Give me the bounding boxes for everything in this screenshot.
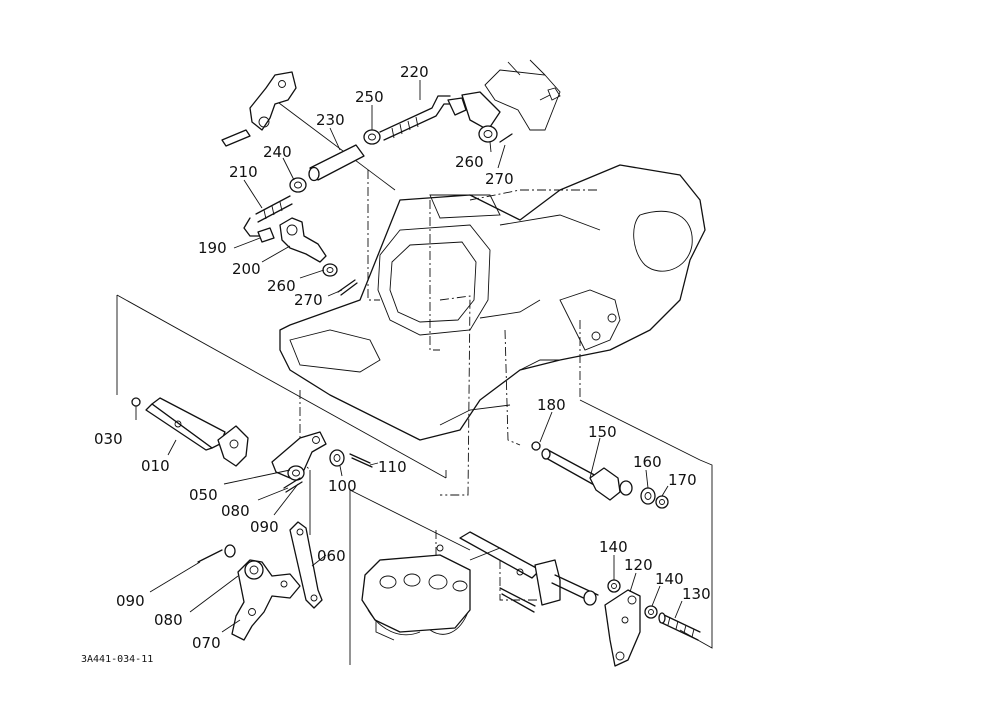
label-010: 010 xyxy=(141,457,170,475)
label-260-upper: 260 xyxy=(455,153,484,171)
label-090-upper: 090 xyxy=(250,518,279,536)
valve-body xyxy=(361,531,599,641)
label-200: 200 xyxy=(232,260,261,278)
label-090-lower: 090 xyxy=(116,592,145,610)
label-220: 220 xyxy=(400,63,429,81)
assembly-lines xyxy=(299,170,600,601)
label-130: 130 xyxy=(682,585,711,603)
label-260-lower: 260 xyxy=(267,277,296,295)
label-240: 240 xyxy=(263,143,292,161)
label-270-upper: 270 xyxy=(485,170,514,188)
label-140-left: 140 xyxy=(599,538,628,556)
label-270-lower: 270 xyxy=(294,291,323,309)
label-030: 030 xyxy=(94,430,123,448)
label-110: 110 xyxy=(378,458,407,476)
label-160: 160 xyxy=(633,453,662,471)
label-180: 180 xyxy=(537,396,566,414)
label-070: 070 xyxy=(192,634,221,652)
engine-housing xyxy=(279,59,706,441)
label-120: 120 xyxy=(624,556,653,574)
right-parts xyxy=(531,441,701,667)
lower-left-levers xyxy=(197,521,323,641)
label-210: 210 xyxy=(229,163,258,181)
label-190: 190 xyxy=(198,239,227,257)
figure-code: 3A441-034-11 xyxy=(81,654,153,665)
leader-lines xyxy=(135,80,683,633)
part-labels: 220 250 230 240 260 270 210 190 200 260 … xyxy=(94,63,711,652)
label-140-right: 140 xyxy=(655,570,684,588)
label-100: 100 xyxy=(328,477,357,495)
label-230: 230 xyxy=(316,111,345,129)
label-050: 050 xyxy=(189,486,218,504)
label-060: 060 xyxy=(317,547,346,565)
label-170: 170 xyxy=(668,471,697,489)
label-080-upper: 080 xyxy=(221,502,250,520)
upper-linkage xyxy=(221,71,513,296)
left-linkage xyxy=(131,397,373,493)
label-250: 250 xyxy=(355,88,384,106)
label-150: 150 xyxy=(588,423,617,441)
label-080-lower: 080 xyxy=(154,611,183,629)
